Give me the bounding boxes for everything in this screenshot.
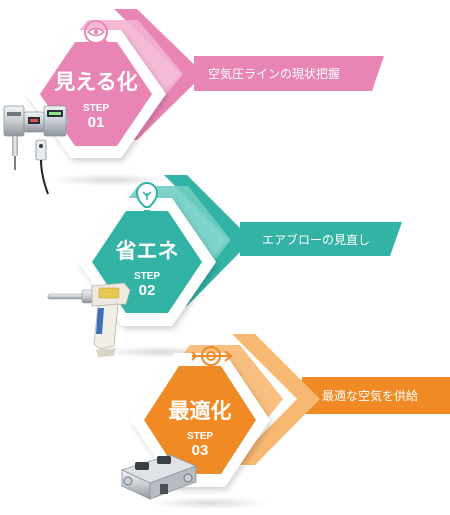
- step-02-step-label: STEP: [134, 271, 160, 282]
- target-arrow-icon: [191, 346, 233, 366]
- step-01-description: 空気圧ラインの現状把握: [208, 66, 340, 81]
- step-02-title: 省エネ: [115, 239, 179, 263]
- step-01-number: 01: [88, 114, 105, 131]
- air-preparation-unit-image: [3, 105, 68, 195]
- booster-regulator-image: [120, 454, 198, 500]
- step-02-chevron: [164, 175, 252, 306]
- step-03-number: 03: [192, 442, 209, 459]
- step-03: 最適な空気を供給 最適化 STEP 03: [120, 334, 450, 509]
- step-01-step-label: STEP: [83, 103, 109, 114]
- step-02: エアブローの見直し 省エネ STEP 02: [47, 175, 402, 358]
- step-02-number: 02: [139, 282, 156, 299]
- floor-shadow: [152, 497, 268, 509]
- step-02-description: エアブローの見直し: [262, 232, 370, 247]
- step-01-title: 見える化: [54, 70, 137, 94]
- description-bar-bg: [194, 56, 384, 91]
- description-bar-bg: [302, 377, 450, 414]
- air-blow-gun-image: [47, 282, 131, 357]
- step-03-description-bar: 最適な空気を供給: [302, 377, 450, 414]
- description-bar-bg: [240, 222, 402, 256]
- floor-shadow: [52, 174, 168, 186]
- step-03-description: 最適な空気を供給: [322, 388, 418, 403]
- step-03-title: 最適化: [169, 399, 232, 423]
- step-01-chevron: [114, 9, 204, 140]
- lightbulb-icon: [135, 182, 159, 216]
- step-03-badge: [144, 366, 256, 474]
- step-01-description-bar: 空気圧ラインの現状把握: [194, 56, 384, 91]
- step-03-chevron: [232, 334, 320, 465]
- step-02-description-bar: エアブローの見直し: [240, 222, 402, 256]
- eye-magnifier-icon: [84, 20, 114, 50]
- step-01: 空気圧ラインの現状把握 見える化 STEP 01: [3, 9, 384, 195]
- step-03-step-label: STEP: [187, 431, 213, 442]
